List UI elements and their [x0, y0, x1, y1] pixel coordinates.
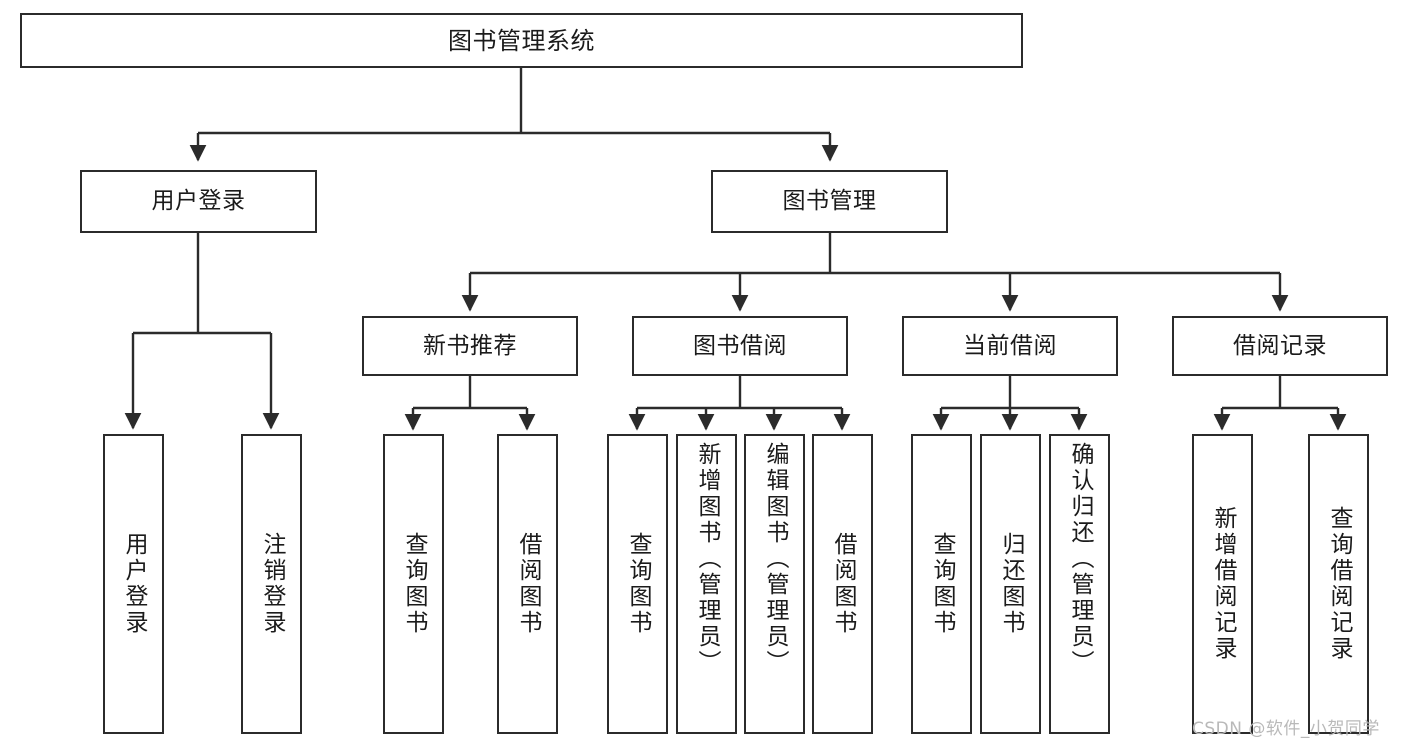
leaf-borrow-book-1[interactable]: 借阅图书 — [497, 434, 558, 734]
node-user-login-label: 用户登录 — [151, 188, 246, 214]
leaf-edit-book-label: 编辑图书（管理员） — [762, 442, 788, 676]
leaf-add-book-label: 新增图书（管理员） — [694, 442, 720, 676]
leaf-query-book-1-label: 查询图书 — [401, 532, 427, 636]
node-current-borrow-label: 当前借阅 — [963, 332, 1057, 359]
leaf-query-book-1[interactable]: 查询图书 — [383, 434, 444, 734]
leaf-return-book[interactable]: 归还图书 — [980, 434, 1041, 734]
node-book-manage[interactable]: 图书管理 — [711, 170, 948, 233]
leaf-query-borrow-record[interactable]: 查询借阅记录 — [1308, 434, 1369, 734]
leaf-confirm-return[interactable]: 确认归还（管理员） — [1049, 434, 1110, 734]
leaf-logout-login-label: 注销登录 — [259, 532, 285, 636]
node-new-book-recommend[interactable]: 新书推荐 — [362, 316, 578, 376]
leaf-query-book-2[interactable]: 查询图书 — [607, 434, 668, 734]
leaf-add-borrow-record-label: 新增借阅记录 — [1210, 506, 1236, 662]
leaf-return-book-label: 归还图书 — [998, 532, 1024, 636]
node-root-label: 图书管理系统 — [448, 26, 595, 55]
node-current-borrow[interactable]: 当前借阅 — [902, 316, 1118, 376]
watermark-text: CSDN @软件_小贺同学 — [1192, 719, 1380, 739]
leaf-query-book-3[interactable]: 查询图书 — [911, 434, 972, 734]
leaf-add-book[interactable]: 新增图书（管理员） — [676, 434, 737, 734]
leaf-query-book-3-label: 查询图书 — [929, 532, 955, 636]
leaf-query-borrow-record-label: 查询借阅记录 — [1326, 506, 1352, 662]
leaf-add-borrow-record[interactable]: 新增借阅记录 — [1192, 434, 1253, 734]
leaf-edit-book[interactable]: 编辑图书（管理员） — [744, 434, 805, 734]
leaf-user-login[interactable]: 用户登录 — [103, 434, 164, 734]
leaf-user-login-label: 用户登录 — [121, 532, 147, 636]
leaf-borrow-book-2[interactable]: 借阅图书 — [812, 434, 873, 734]
leaf-query-book-2-label: 查询图书 — [625, 532, 651, 636]
node-user-login[interactable]: 用户登录 — [80, 170, 317, 233]
node-new-book-recommend-label: 新书推荐 — [423, 332, 517, 359]
node-borrow-record[interactable]: 借阅记录 — [1172, 316, 1388, 376]
leaf-logout-login[interactable]: 注销登录 — [241, 434, 302, 734]
node-borrow-record-label: 借阅记录 — [1233, 332, 1327, 359]
leaf-borrow-book-2-label: 借阅图书 — [830, 532, 856, 636]
leaf-confirm-return-label: 确认归还（管理员） — [1067, 442, 1093, 676]
node-root[interactable]: 图书管理系统 — [20, 13, 1023, 68]
leaf-borrow-book-1-label: 借阅图书 — [515, 532, 541, 636]
node-book-borrow[interactable]: 图书借阅 — [632, 316, 848, 376]
node-book-manage-label: 图书管理 — [782, 188, 877, 214]
node-book-borrow-label: 图书借阅 — [693, 332, 787, 359]
